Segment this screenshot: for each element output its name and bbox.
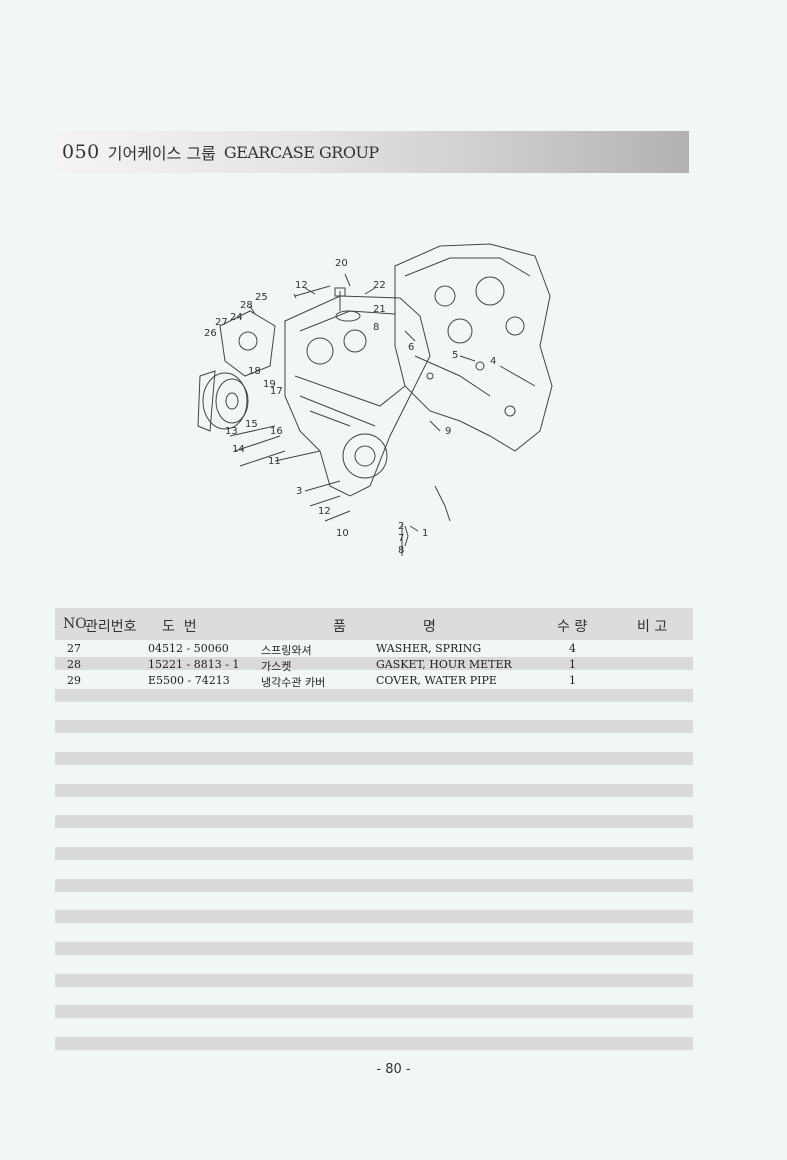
callout-label: 17: [270, 386, 283, 397]
group-code: 050: [62, 141, 100, 163]
header-remarks: 비 고: [637, 619, 668, 635]
page-number: - 80 -: [376, 1062, 411, 1077]
callout-label: 8: [373, 322, 379, 333]
table-row: 28 15221 - 8813 - 1 가스켓 GASKET, HOUR MET…: [55, 656, 693, 673]
callout-label: 20: [335, 258, 348, 269]
header-part-name-1: 품: [333, 619, 346, 635]
callout-label: 7: [398, 533, 404, 544]
header-part-name-2: 명: [423, 619, 436, 635]
row-name-en: WASHER, SPRING: [376, 642, 482, 655]
row-no: 28: [67, 658, 81, 671]
callout-label: 28: [240, 300, 253, 311]
callout-label: 25: [255, 292, 268, 303]
callout-label: 3: [296, 486, 302, 497]
table-row: 29 E5500 - 74213 냉각수관 카버 COVER, WATER PI…: [55, 672, 693, 689]
callout-label: 19: [263, 379, 276, 390]
callout-label: 8: [398, 545, 404, 556]
row-name-en: GASKET, HOUR METER: [376, 658, 512, 671]
row-name-ko: 냉각수관 카버: [261, 676, 326, 689]
group-name-korean: 기어케이스 그룹: [107, 144, 216, 163]
callout-label: 26: [204, 328, 217, 339]
row-part-no: E5500 - 74213: [148, 674, 230, 687]
row-qty: 1: [569, 674, 576, 687]
callout-label: 1: [422, 528, 428, 539]
parts-table: NO 관리번호 도 번 품 명 수 량 비 고 27 04512 - 50060…: [55, 608, 693, 1050]
callout-label: 10: [336, 528, 349, 539]
callout-label: 24: [230, 312, 243, 323]
gearcase-exploded-diagram: 20 12 22 25 28 21 8 24 27 26 6 5 4 18 19…: [197, 243, 553, 556]
callout-label: 2: [398, 521, 404, 532]
row-no: 27: [67, 642, 81, 655]
callout-label: 16: [270, 426, 283, 437]
callout-label: 15: [245, 419, 258, 430]
callout-label: 27: [215, 317, 228, 328]
callout-label: 12: [295, 280, 308, 291]
group-header-banner: 050 기어케이스 그룹 GEARCASE GROUP: [52, 131, 689, 173]
row-no: 29: [67, 674, 81, 687]
row-name-ko: 가스켓: [261, 660, 292, 673]
row-name-ko: 스프링와셔: [261, 644, 312, 657]
row-name-en: COVER, WATER PIPE: [376, 674, 497, 687]
callout-label: 5: [452, 350, 458, 361]
callout-label: 21: [373, 304, 386, 315]
callout-label: 9: [445, 426, 451, 437]
row-part-no: 04512 - 50060: [148, 642, 229, 655]
row-qty: 4: [569, 642, 576, 655]
callout-label: 22: [373, 280, 386, 291]
callout-label: 14: [232, 444, 245, 455]
table-row: 27 04512 - 50060 스프링와셔 WASHER, SPRING 4: [55, 640, 693, 657]
row-qty: 1: [569, 658, 576, 671]
header-mgmt-no: 관리번호: [85, 619, 137, 635]
row-part-no: 15221 - 8813 - 1: [148, 658, 240, 671]
callout-label: 12: [318, 506, 331, 517]
header-drawing-no: 도 번: [162, 619, 197, 635]
callout-label: 11: [268, 456, 281, 467]
header-qty: 수 량: [557, 619, 588, 635]
callout-label: 18: [248, 366, 261, 377]
callout-label: 6: [408, 342, 414, 353]
header-no: NO: [63, 616, 87, 632]
group-name-english: GEARCASE GROUP: [223, 142, 379, 162]
callout-label: 4: [490, 356, 496, 367]
table-header: NO 관리번호 도 번 품 명 수 량 비 고: [55, 608, 693, 640]
callout-label: 13: [225, 426, 238, 437]
